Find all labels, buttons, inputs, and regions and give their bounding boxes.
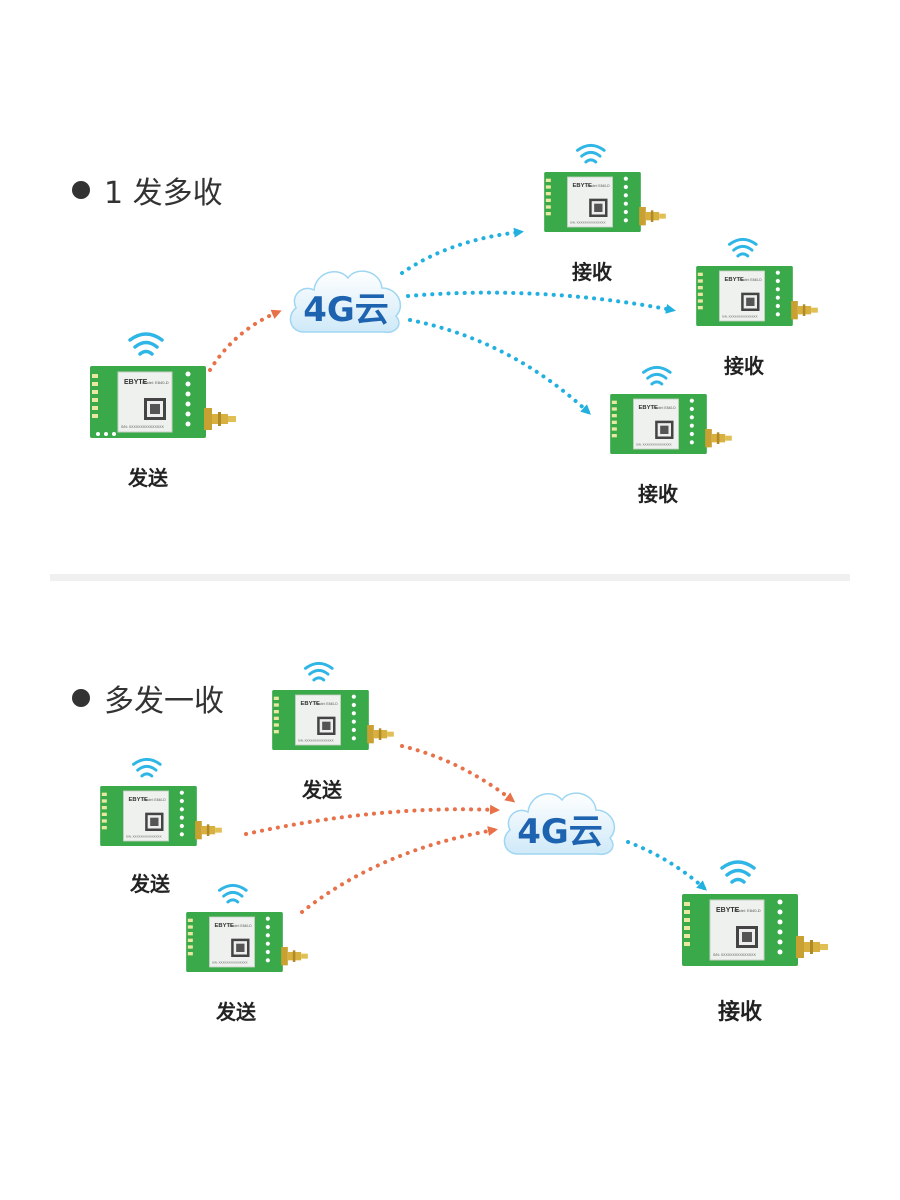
wifi-icon <box>576 143 606 164</box>
module-brand: EBYTE <box>124 379 148 386</box>
receiver-device: EBYTE Model: E840-D S/N: XXXXXXXXXXXXXXX <box>692 236 822 336</box>
module-model: Model: E840-D <box>740 278 763 282</box>
sender-device: EBYTE Model: E840-D S/N: XXXXXXXXXXXXXXX <box>96 756 226 856</box>
antenna-connector-icon <box>281 947 308 966</box>
module-serial: S/N: XXXXXXXXXXXXXXX <box>298 739 334 743</box>
receiver-device: EBYTE Model: E840-D S/N: XXXXXXXXXXXXXXX <box>540 142 670 242</box>
module-brand: EBYTE <box>129 797 149 803</box>
send-arrow <box>244 804 500 836</box>
receiver-device: EBYTE Model: E840-D S/N: XXXXXXXXXXXXXXX <box>680 858 830 978</box>
module-model: Model: E840-D <box>588 184 611 188</box>
cloud-label: 4G云 <box>517 812 603 852</box>
antenna-connector-icon <box>639 207 666 226</box>
module-brand: EBYTE <box>716 907 740 914</box>
antenna-connector-icon <box>705 429 732 448</box>
wifi-icon <box>304 661 334 682</box>
module-model: Model: E840-D <box>230 924 253 928</box>
module-brand: EBYTE <box>639 405 659 411</box>
wifi-icon <box>728 237 758 258</box>
sender-label: 发送 <box>130 872 170 896</box>
module-serial: S/N: XXXXXXXXXXXXXXX <box>121 425 164 429</box>
wifi-icon <box>642 365 672 386</box>
antenna-connector-icon <box>195 821 222 840</box>
sender-device: EBYTE Model: E840-D S/N: XXXXXXXXXXXXXXX <box>268 660 398 760</box>
receive-arrow <box>406 290 676 314</box>
module-serial: S/N: XXXXXXXXXXXXXXX <box>126 835 162 839</box>
cloud-4g-1: 4G云 <box>286 262 406 338</box>
section-divider <box>50 574 850 581</box>
receive-arrow <box>626 840 707 891</box>
section2-title-text: 多发一收 <box>104 684 224 719</box>
receiver-label: 接收 <box>717 1000 763 1025</box>
send-arrow <box>400 744 516 803</box>
module-model: Model: E840-D <box>734 908 761 913</box>
bullet-icon <box>72 689 90 707</box>
module-serial: S/N: XXXXXXXXXXXXXXX <box>722 315 758 319</box>
section2-title: 多发一收 <box>72 676 224 720</box>
module-serial: S/N: XXXXXXXXXXXXXXX <box>713 953 756 957</box>
bullet-icon <box>72 181 90 199</box>
send-arrow <box>300 826 498 914</box>
module-serial: S/N: XXXXXXXXXXXXXXX <box>570 221 606 225</box>
receiver-label: 接收 <box>638 482 678 506</box>
antenna-connector-icon <box>796 936 828 958</box>
wifi-icon <box>720 860 756 884</box>
wifi-icon <box>218 883 248 904</box>
module-model: Model: E840-D <box>144 798 167 802</box>
cloud-label: 4G云 <box>303 290 389 330</box>
module-brand: EBYTE <box>573 183 593 189</box>
wifi-icon <box>128 332 164 356</box>
sender-device: EBYTE Model: E840-D S/N: XXXXXXXXXXXXXXX <box>88 330 238 450</box>
antenna-connector-icon <box>204 408 236 430</box>
section1-title-text: 1 发多收 <box>104 176 223 211</box>
module-model: Model: E840-D <box>142 380 169 385</box>
cloud-icon <box>503 792 616 856</box>
sender-label: 发送 <box>302 778 342 802</box>
receive-arrow <box>400 227 524 275</box>
antenna-connector-icon <box>791 301 818 320</box>
receiver-label: 接收 <box>572 260 612 284</box>
receive-arrow <box>408 318 591 415</box>
module-serial: S/N: XXXXXXXXXXXXXXX <box>636 443 672 447</box>
antenna-connector-icon <box>367 725 394 744</box>
module-model: Model: E840-D <box>316 702 339 706</box>
cloud-4g-2: 4G云 <box>500 784 620 860</box>
module-brand: EBYTE <box>301 701 321 707</box>
sender-label: 发送 <box>216 1000 256 1024</box>
send-arrow <box>208 309 282 372</box>
module-serial: S/N: XXXXXXXXXXXXXXX <box>212 961 248 965</box>
section1-title: 1 发多收 <box>72 168 223 212</box>
sender-device: EBYTE Model: E840-D S/N: XXXXXXXXXXXXXXX <box>182 882 312 982</box>
sender-label: 发送 <box>128 466 168 490</box>
receiver-device: EBYTE Model: E840-D S/N: XXXXXXXXXXXXXXX <box>606 364 736 464</box>
cloud-icon <box>289 270 402 334</box>
wifi-icon <box>132 757 162 778</box>
module-brand: EBYTE <box>725 277 745 283</box>
module-brand: EBYTE <box>215 923 235 929</box>
receiver-label: 接收 <box>724 354 764 378</box>
module-model: Model: E840-D <box>654 406 677 410</box>
